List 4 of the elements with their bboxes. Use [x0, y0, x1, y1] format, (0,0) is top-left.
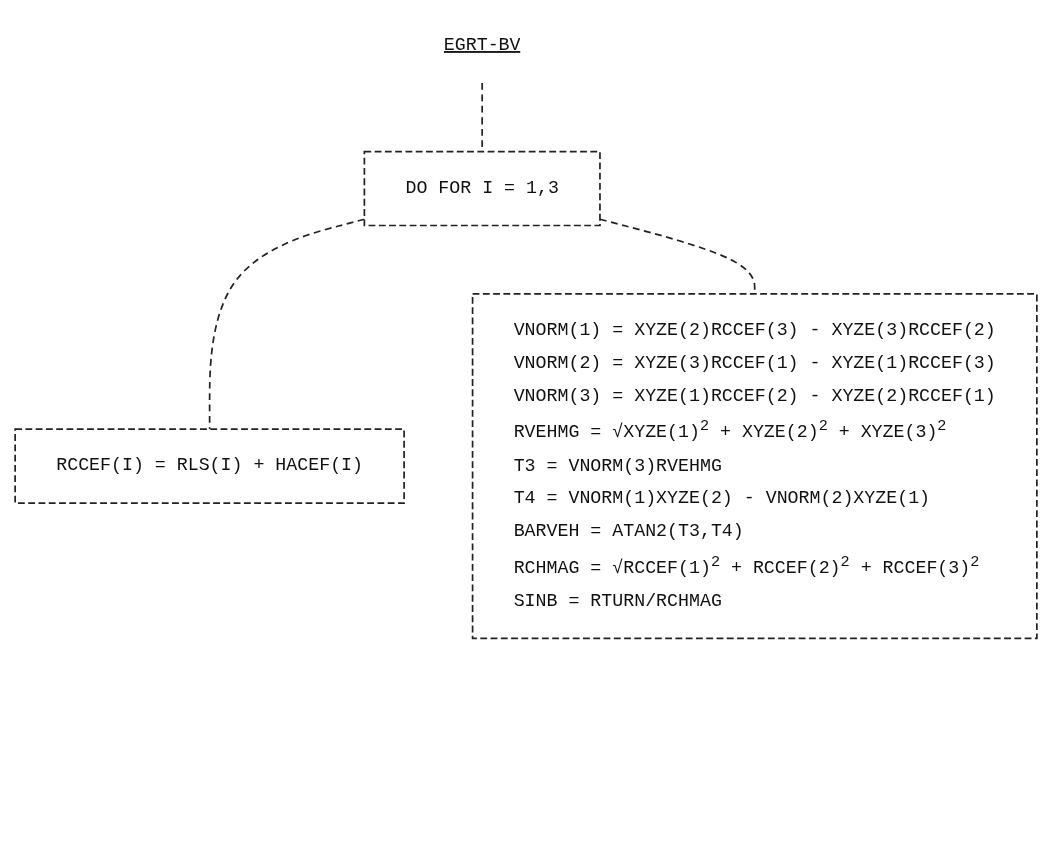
node-box: DO FOR I = 1,3: [363, 150, 601, 227]
node-box: RCCEF(I) = RLS(I) + HACEF(I): [14, 428, 405, 505]
node-text: EGRT-BV: [443, 35, 521, 56]
node-box: VNORM(1) = XYZE(2)RCCEF(3) - XYZE(3)RCCEF(2) VNORM(2) = XYZE(3)RCCEF(1) - XYZE(1)RCCEF(3) VNORM(3) = XYZE(1)RCCEF(2) - XYZE(2)RCCEF(1) RVEHMG = √XYZE(1)$^{2}$ + XYZE(2)$^{2}$ + XYZE(3)$^{2}$ T3 = VNORM(3)RVEHMG T4 = VNORM(1)XYZE(2) - VNORM(2)XYZE(1) BARVEH = ATAN2(T3,T4) RCHMAG = √RCCEF(1)$^{2}$ + RCCEF(2)$^{2}$ + RCCEF(3)$^{2}$ SINB = RTURN/RCHMAG: [471, 293, 1038, 640]
